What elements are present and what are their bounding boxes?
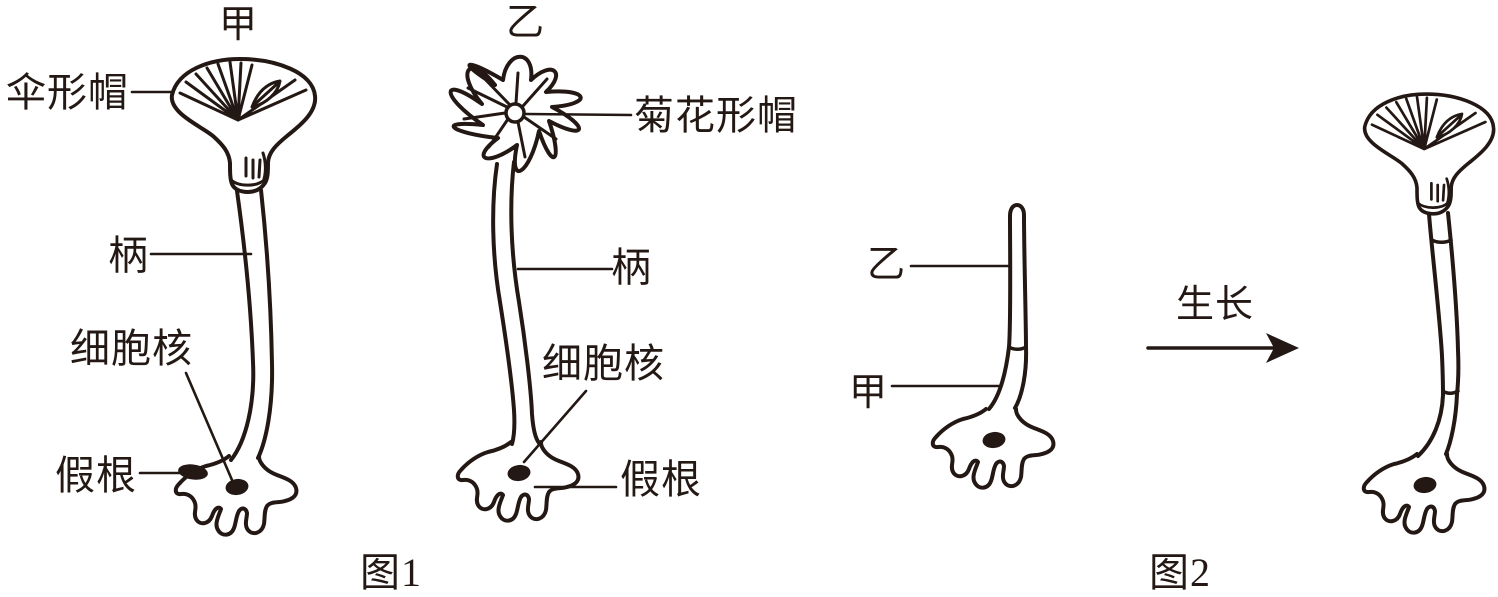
result-lower-junction-line <box>1441 389 1460 395</box>
figure1-caption: 图1 <box>360 550 422 595</box>
growth-arrow-label: 生长 <box>1176 284 1255 326</box>
figure1-organism-jia-drawing <box>130 57 318 537</box>
graft-lower-section-label: 甲 <box>849 372 889 414</box>
figure2-caption: 图2 <box>1149 550 1211 595</box>
jia-rhizoid-dark-spot <box>178 464 208 480</box>
jia-stalk <box>256 188 275 460</box>
result-stalk <box>1416 212 1445 458</box>
graft-rhizoid <box>930 407 1056 490</box>
yi-nucleus-label: 细胞核 <box>542 341 665 386</box>
jia-rhizoid-label: 假根 <box>55 453 137 498</box>
result-rhizoid <box>1361 452 1487 535</box>
yi-stalk-label: 柄 <box>611 245 652 290</box>
growth-arrow-head <box>1266 333 1299 363</box>
jia-stalk <box>229 189 256 462</box>
result-stalk <box>1444 211 1461 456</box>
graft-upper-section-label: 乙 <box>867 244 907 286</box>
yi-cap-leader-line <box>524 112 633 117</box>
figure1-organism-yi-drawing <box>448 54 633 523</box>
result-upper-junction-line <box>1430 238 1453 244</box>
organism-yi-title: 乙 <box>506 2 546 44</box>
jia-nucleus-label: 细胞核 <box>70 326 193 371</box>
yi-stalk <box>509 160 541 445</box>
jia-nucleus-leader-line <box>184 371 234 482</box>
jia-stalk-label: 柄 <box>108 233 149 278</box>
yi-rhizoid <box>455 440 581 523</box>
yi-chrysanthemum-cap <box>448 54 583 173</box>
figure2-result-organism-drawing <box>1361 92 1496 535</box>
figure2-graft-drawing <box>890 203 1056 490</box>
jia-cap-label: 伞形帽 <box>6 70 129 115</box>
graft-stalk <box>987 203 1029 411</box>
graft-junction-line <box>1007 345 1028 351</box>
growth-arrow <box>1146 333 1299 363</box>
organism-jia-title: 甲 <box>219 4 259 46</box>
yi-rhizoid-label: 假根 <box>620 457 702 502</box>
yi-cap-label: 菊花形帽 <box>634 93 798 138</box>
result-umbrella-cap <box>1362 92 1496 216</box>
yi-nucleus-leader-line <box>522 389 588 464</box>
yi-stalk <box>491 162 517 446</box>
jia-umbrella-cap <box>169 57 318 194</box>
